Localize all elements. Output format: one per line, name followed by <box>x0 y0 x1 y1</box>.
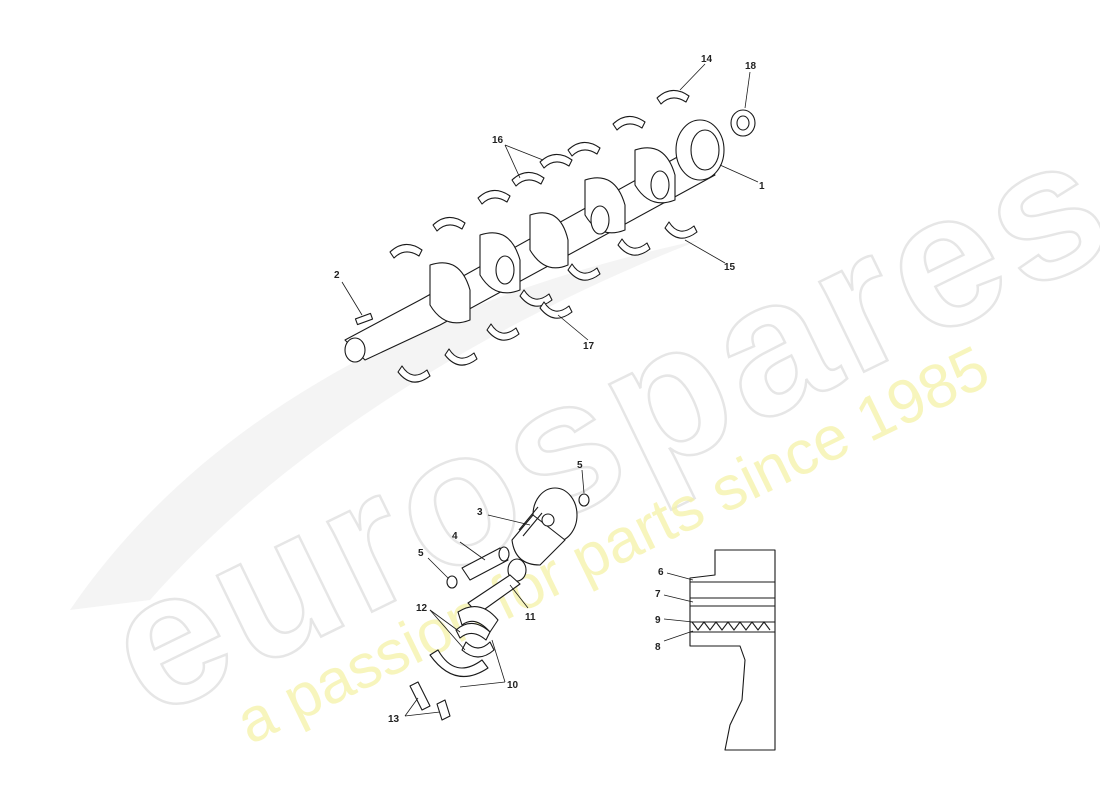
spigot-bearing-bore <box>736 115 750 131</box>
callout-14: 14 <box>701 54 713 65</box>
callout-2: 2 <box>334 270 340 281</box>
bearing-shell <box>486 323 520 341</box>
bearing-shell <box>664 221 698 239</box>
leader-5a <box>581 469 585 494</box>
upper-bearing-shells <box>389 89 690 259</box>
bearing-shell <box>444 348 478 366</box>
leader-10a <box>459 681 506 688</box>
bearing-shell <box>539 301 573 319</box>
callout-6: 6 <box>658 567 664 578</box>
callout-3: 3 <box>477 507 483 518</box>
callout-16: 16 <box>492 135 504 146</box>
piston-ring-groove <box>522 512 543 537</box>
circlip <box>446 575 458 589</box>
crankshaft-flange-inner <box>690 129 720 171</box>
callout-10: 10 <box>507 680 519 691</box>
bearing-shell <box>397 365 431 383</box>
callout-9: 9 <box>655 615 661 626</box>
leader-18 <box>744 71 751 109</box>
leader-6 <box>666 572 694 581</box>
piston-section <box>689 549 776 751</box>
gudgeon-pin-end <box>498 546 510 562</box>
callout-13: 13 <box>388 714 400 725</box>
crankshaft-assembly <box>344 109 756 363</box>
piston-body <box>511 514 566 566</box>
oil-control-ring-expander <box>691 621 771 631</box>
callout-11: 11 <box>525 612 536 623</box>
crankpin-3 <box>650 170 670 200</box>
crankpin-1 <box>495 255 515 285</box>
bearing-shell <box>511 171 545 187</box>
piston-ring-groove <box>518 506 539 531</box>
woodruff-key <box>354 312 374 326</box>
leader-13a <box>404 697 419 717</box>
gudgeon-pin <box>461 547 509 581</box>
bearing-shell <box>389 243 423 259</box>
callout-7: 7 <box>655 589 661 600</box>
leader-16b <box>504 144 544 161</box>
piston-conrod-assembly <box>409 487 590 721</box>
leader-lines <box>341 63 759 717</box>
watermark-swoosh <box>70 240 700 610</box>
leader-3 <box>487 514 531 526</box>
callout-labels: 1 2 3 4 5 5 6 7 8 9 10 11 12 13 14 15 16… <box>334 54 765 725</box>
conrod-cap <box>429 649 489 677</box>
leader-17 <box>557 314 589 341</box>
leader-1 <box>719 164 759 183</box>
callout-15: 15 <box>724 262 736 273</box>
bearing-shell <box>432 216 466 232</box>
piston-pin-boss <box>541 513 555 527</box>
leader-9 <box>663 618 694 623</box>
callout-12: 12 <box>416 603 428 614</box>
leader-12b <box>429 609 466 651</box>
callout-17: 17 <box>583 341 595 352</box>
crankpin-2 <box>590 205 610 235</box>
leader-7 <box>663 594 694 603</box>
bearing-shell <box>617 238 651 256</box>
callout-4: 4 <box>452 531 458 542</box>
big-end-bearing <box>455 622 491 641</box>
callout-18: 18 <box>745 61 757 72</box>
bearing-shell <box>656 89 690 105</box>
bearing-shell <box>612 115 646 131</box>
lower-bearing-shells <box>397 221 698 383</box>
leader-15 <box>684 239 726 264</box>
bearing-shell <box>567 141 601 157</box>
bearing-shell <box>567 263 601 281</box>
bearing-shell <box>539 153 573 169</box>
leader-4 <box>459 541 486 561</box>
circlip <box>578 493 590 507</box>
callout-5a: 5 <box>577 460 583 471</box>
callout-5b: 5 <box>418 548 424 559</box>
crankshaft-nose-end <box>344 337 366 363</box>
crank-web-1 <box>429 262 471 324</box>
conrod-bolt <box>409 681 431 711</box>
callout-8: 8 <box>655 642 661 653</box>
leader-10b <box>491 639 506 683</box>
leader-8 <box>663 630 694 642</box>
leader-11 <box>509 584 529 609</box>
crank-web-3 <box>529 212 569 269</box>
leader-2 <box>341 281 363 316</box>
leader-16a <box>504 144 521 179</box>
bearing-shell <box>477 189 511 205</box>
leader-14 <box>679 63 706 91</box>
big-end-bearing <box>461 641 495 658</box>
conrod-bolt <box>436 699 451 721</box>
leader-12a <box>429 609 461 633</box>
leader-13b <box>404 711 441 717</box>
piston-ring-detail <box>689 549 776 751</box>
callout-1: 1 <box>759 181 765 192</box>
leader-5b <box>427 557 449 579</box>
